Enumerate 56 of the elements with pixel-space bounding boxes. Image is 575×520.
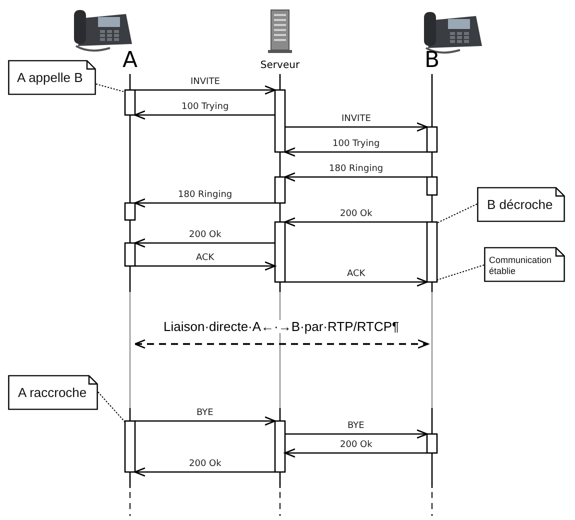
edge-label: BYE — [348, 422, 364, 431]
activation-bar — [274, 221, 286, 283]
activation-bar — [124, 242, 136, 267]
edge-label: ACK — [347, 270, 366, 279]
note-box — [484, 247, 565, 282]
activation-bar — [124, 89, 136, 116]
note-text: B décroche — [487, 197, 553, 212]
edge-label: 180 Ringing — [178, 191, 232, 200]
activation-bar — [124, 420, 136, 473]
edge-label: 200 Ok — [340, 441, 372, 450]
lifeline-label: A — [119, 50, 141, 72]
activation-bar — [124, 202, 136, 221]
activation-bar — [274, 420, 286, 473]
edge-label: INVITE — [342, 115, 371, 124]
activation-bar — [426, 433, 438, 454]
arrow — [284, 448, 427, 458]
edge-label: 180 Ringing — [329, 165, 384, 174]
note-box — [477, 187, 565, 222]
arrow — [284, 172, 427, 182]
lifeline-label: Serveur — [256, 60, 304, 72]
edge-label: 200 Ok — [340, 210, 372, 219]
arrow — [135, 261, 276, 271]
edge-label: 200 Ok — [189, 460, 222, 469]
link-caption: Liaison·directe·A←·→B·par·RTP/RTCP¶ — [164, 320, 400, 333]
edge-label: ACK — [196, 254, 214, 263]
activation-bar — [426, 126, 438, 153]
edge-label: BYE — [196, 409, 214, 418]
arrow — [134, 467, 275, 477]
activation-bar — [426, 176, 438, 196]
edge-label: 200 Ok — [189, 231, 222, 240]
arrow — [134, 110, 275, 120]
leader-line — [96, 84, 126, 92]
arrow — [135, 85, 276, 95]
leader-line — [436, 264, 484, 280]
leader-line — [98, 392, 126, 422]
note-text: A appelle B — [17, 70, 83, 85]
arrow — [285, 277, 428, 287]
arrow — [284, 217, 427, 227]
note-box — [8, 60, 96, 95]
activation-bar — [274, 89, 286, 153]
arrow — [134, 198, 275, 208]
activation-bar — [426, 221, 438, 283]
arrow — [285, 122, 428, 132]
note-text: Communication établie — [489, 255, 553, 277]
edge-label: INVITE — [190, 78, 220, 87]
arrow — [134, 238, 275, 248]
arrow — [135, 416, 276, 426]
arrow — [285, 429, 428, 439]
arrow — [284, 147, 427, 157]
edge-label: 100 Trying — [332, 140, 380, 149]
edge-label: 100 Trying — [182, 103, 229, 112]
activation-bar — [274, 176, 286, 204]
lifeline-label: B — [421, 50, 443, 72]
leader-line — [436, 204, 478, 224]
note-box — [8, 375, 98, 410]
note-text: A raccroche — [18, 385, 87, 400]
